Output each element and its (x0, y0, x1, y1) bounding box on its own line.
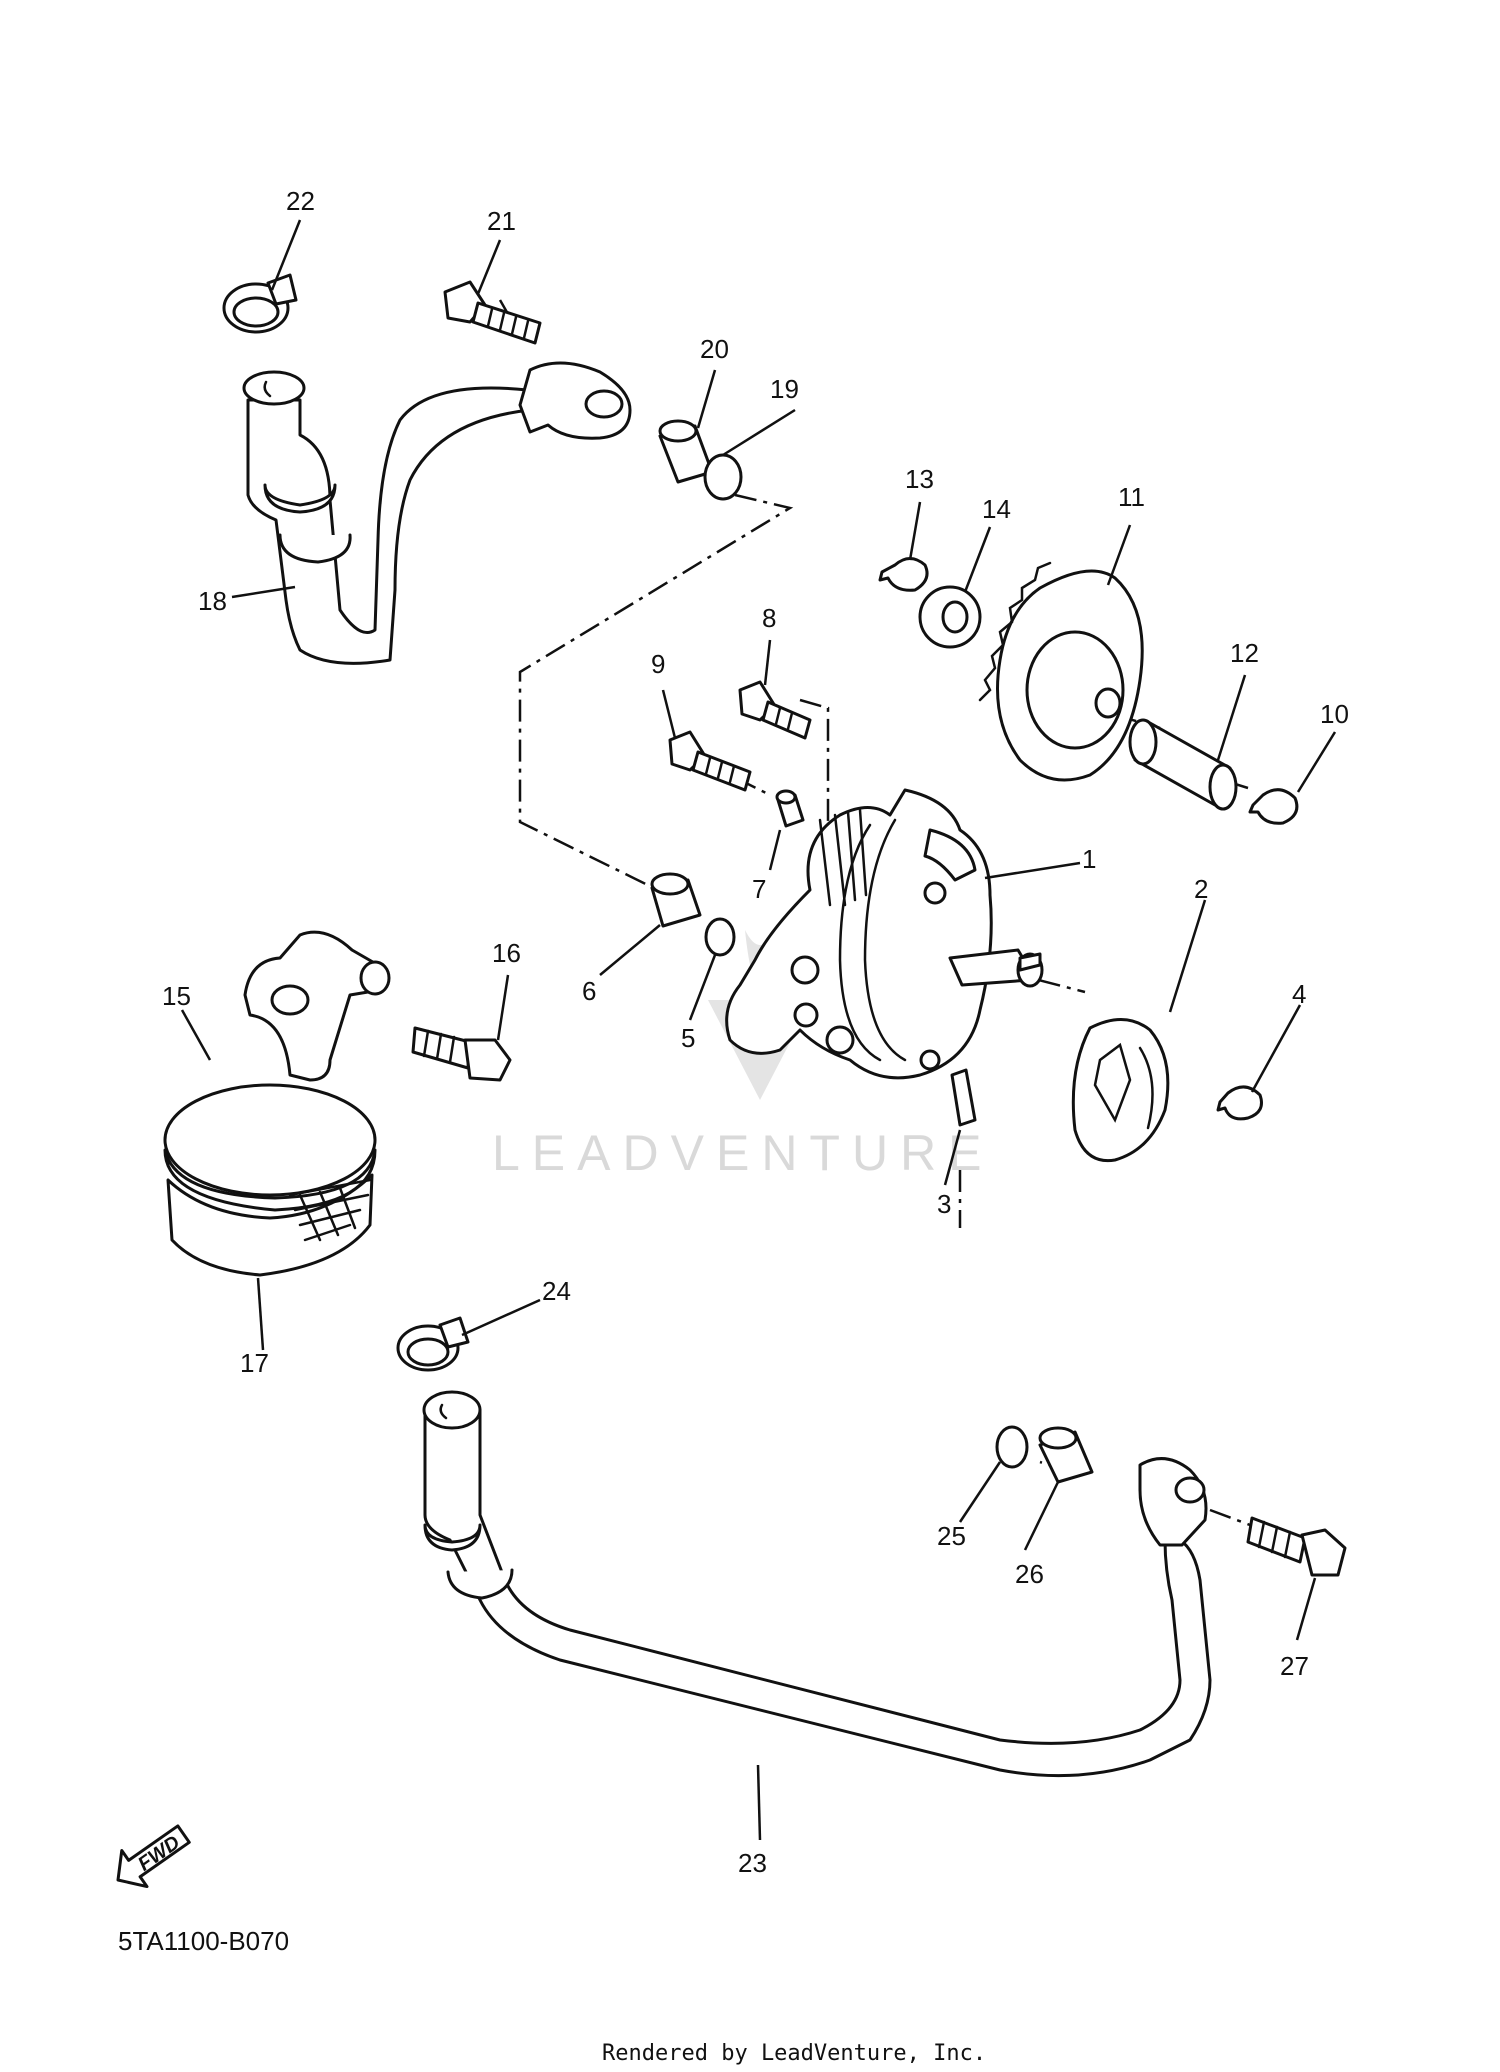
callout-9: 9 (651, 649, 665, 679)
washer-14 (918, 585, 982, 649)
callout-13: 13 (905, 464, 934, 494)
watermark-text: LEADVENTURE (492, 1125, 994, 1181)
o-ring-5 (704, 917, 736, 957)
o-ring-19 (703, 453, 743, 501)
callout-10: 10 (1320, 699, 1349, 729)
bolt-9 (668, 730, 752, 792)
shaft-12 (1128, 718, 1238, 811)
bolt-27 (1246, 1516, 1347, 1577)
callout-8: 8 (762, 603, 776, 633)
callout-24: 24 (542, 1276, 571, 1306)
bolt-21 (443, 280, 542, 345)
bolt-8 (738, 680, 812, 740)
callout-3: 3 (937, 1189, 951, 1219)
driven-gear-11 (978, 561, 1144, 782)
callout-4: 4 (1292, 979, 1306, 1009)
callout-22: 22 (286, 186, 315, 216)
callout-19: 19 (770, 374, 799, 404)
callout-20: 20 (700, 334, 729, 364)
rotor-2 (1071, 1018, 1170, 1163)
render-credit: Rendered by LeadVenture, Inc. (602, 2041, 986, 2066)
callout-1: 1 (1082, 844, 1096, 874)
hose-clamp-24 (396, 1316, 470, 1372)
callout-26: 26 (1015, 1559, 1044, 1589)
callout-25: 25 (937, 1521, 966, 1551)
leader-lines (180, 219, 1337, 1841)
circlip-13 (878, 557, 929, 592)
o-ring-25 (995, 1425, 1029, 1469)
oil-pipe-upper (242, 361, 632, 665)
oil-pipe-lower (422, 1390, 1212, 1778)
bolt-16 (411, 1026, 512, 1082)
callout-11: 11 (1118, 482, 1145, 512)
callout-16: 16 (492, 938, 521, 968)
callout-labels: 1 2 3 4 5 6 7 8 9 10 11 12 13 14 15 16 1… (162, 186, 1349, 1878)
collar-26 (1038, 1426, 1094, 1484)
callout-27: 27 (1280, 1651, 1309, 1681)
circlip-4 (1216, 1085, 1263, 1121)
hose-clamp-22 (222, 273, 298, 334)
collar-6 (650, 872, 702, 928)
callout-6: 6 (582, 976, 596, 1006)
oil-pump-assembly-1 (725, 788, 1044, 1080)
callout-5: 5 (681, 1023, 695, 1053)
callout-2: 2 (1194, 874, 1208, 904)
callout-7: 7 (752, 874, 766, 904)
callout-23: 23 (738, 1848, 767, 1878)
callout-14: 14 (982, 494, 1011, 524)
callout-18: 18 (198, 586, 227, 616)
pin-3 (950, 1068, 977, 1127)
callout-17: 17 (240, 1348, 269, 1378)
circlip-10 (1248, 788, 1299, 825)
callout-12: 12 (1230, 638, 1259, 668)
fwd-arrow-icon: FWD (116, 1824, 191, 1889)
oil-strainer-15 (163, 930, 391, 1277)
dowel-pin-7 (775, 789, 805, 828)
callout-15: 15 (162, 981, 191, 1011)
callout-21: 21 (487, 206, 516, 236)
diagram-code: 5TA1100-B070 (118, 1926, 289, 1956)
